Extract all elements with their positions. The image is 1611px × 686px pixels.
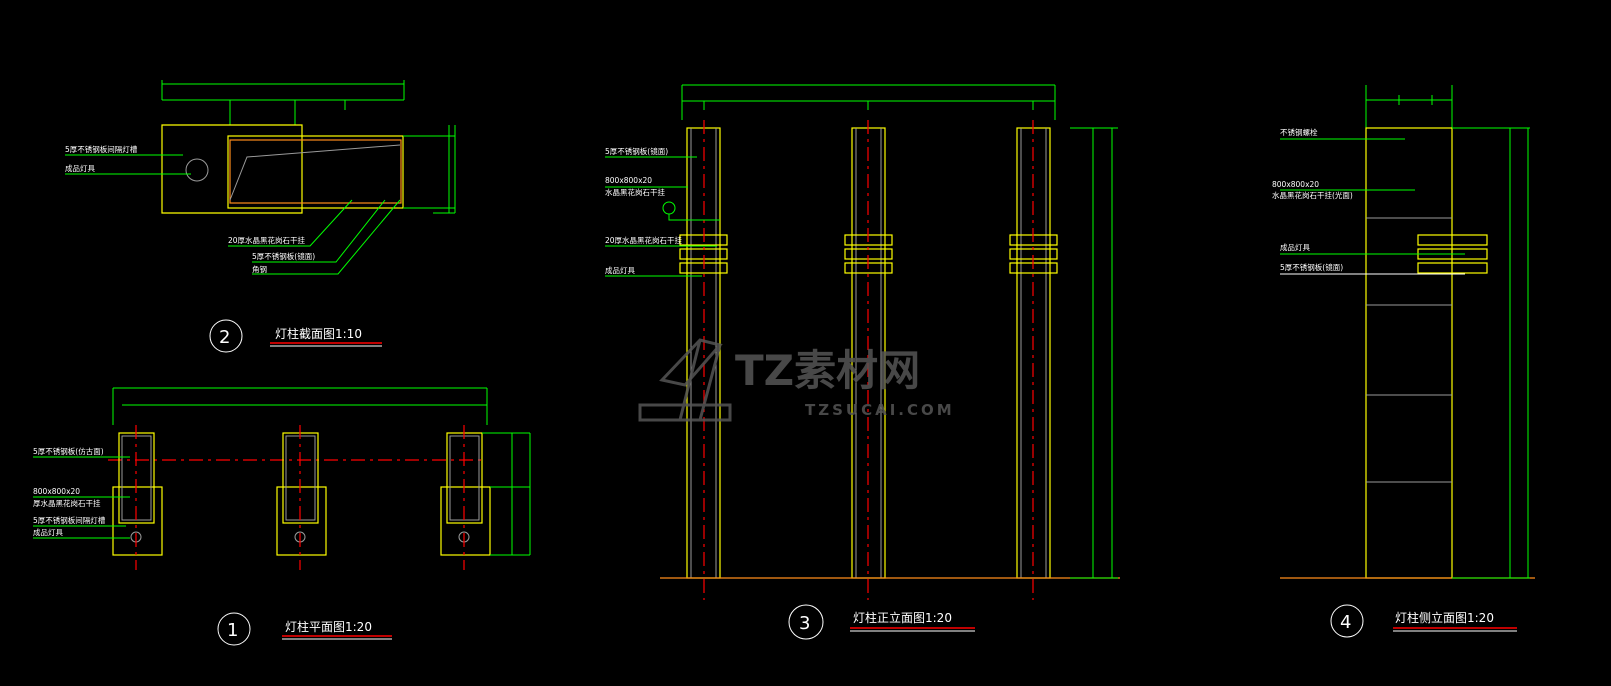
lamp-circle	[185, 158, 209, 182]
side-number: 4	[1340, 612, 1351, 633]
plan-label: 成品灯具	[33, 527, 63, 537]
front-label: 水晶黑花岗石干挂	[605, 187, 665, 197]
watermark: TZ素材网 TZSUCAI.COM	[638, 338, 955, 422]
section-drawing: 5厚不锈钢板间隔灯槽 成品灯具 20厚水晶黑花岗石干挂 5厚不锈钢板(镜面) 角…	[65, 80, 456, 353]
plan-column-3	[440, 425, 491, 570]
front-elevation-drawing: 5厚不锈钢板(镜面) 800x800x20 水晶黑花岗石干挂 20厚水晶黑花岗石…	[605, 84, 1120, 640]
side-number-circle	[1330, 604, 1364, 638]
bolt-symbol-icon	[662, 201, 676, 215]
section-outer-box	[161, 124, 303, 214]
plan-label: 800x800x20	[33, 487, 80, 496]
watermark-url: TZSUCAI.COM	[805, 401, 955, 419]
plan-label: 5厚不锈钢板(仿古面)	[33, 446, 104, 456]
front-number: 3	[799, 613, 810, 634]
plan-leaders	[33, 456, 130, 539]
side-dimension-top	[1365, 85, 1453, 128]
side-label: 不锈钢螺栓	[1280, 127, 1318, 137]
plan-title: 灯柱平面图1:20	[285, 619, 372, 634]
watermark-logo-icon	[638, 338, 732, 422]
side-column	[1365, 127, 1453, 579]
front-column-3	[1009, 120, 1058, 600]
side-leaders	[1280, 138, 1465, 255]
side-label: 800x800x20	[1272, 180, 1319, 189]
section-number-circle	[209, 319, 243, 353]
section-label: 5厚不锈钢板(镜面)	[252, 251, 315, 261]
section-stone-band	[227, 135, 404, 209]
section-label: 角钢	[252, 264, 267, 274]
section-label: 20厚水晶黑花岗石干挂	[228, 235, 306, 245]
side-dimension-right	[1452, 127, 1530, 579]
front-dimension-top	[681, 84, 1056, 120]
section-dimension-right	[403, 125, 456, 214]
watermark-brand: TZ素材网	[735, 346, 920, 395]
plan-label: 厚水晶黑花岗石干挂	[33, 498, 101, 508]
plan-column-2	[276, 425, 327, 570]
plan-dimension-top	[112, 387, 488, 425]
side-label: 成品灯具	[1280, 242, 1310, 252]
front-dimension-right	[1070, 127, 1118, 579]
section-label: 5厚不锈钢板间隔灯槽	[65, 144, 138, 154]
plan-number: 1	[227, 620, 238, 641]
section-angle-steel	[229, 144, 401, 201]
section-number: 2	[219, 327, 230, 348]
front-column-1	[679, 120, 728, 600]
side-stone-joints	[1366, 217, 1452, 483]
section-dimension-top	[161, 80, 405, 125]
front-title: 灯柱正立面图1:20	[853, 610, 952, 625]
plan-number-circle	[217, 612, 251, 646]
section-leaders	[65, 154, 401, 275]
plan-drawing: 5厚不锈钢板(仿古面) 800x800x20 厚水晶黑花岗石干挂 5厚不锈钢板间…	[33, 387, 531, 646]
front-leaders	[605, 156, 720, 277]
front-label: 20厚水晶黑花岗石干挂	[605, 235, 683, 245]
section-title: 灯柱截面图1:10	[275, 326, 362, 341]
front-label: 800x800x20	[605, 176, 652, 185]
front-number-circle	[788, 604, 824, 640]
plan-dimension-right	[482, 432, 531, 556]
plan-column-1	[112, 425, 163, 570]
plan-label: 5厚不锈钢板间隔灯槽	[33, 515, 106, 525]
side-label: 水晶黑花岗石干挂(光面)	[1272, 190, 1353, 200]
section-label: 成品灯具	[65, 163, 95, 173]
side-label: 5厚不锈钢板(镜面)	[1280, 262, 1343, 272]
section-steel-plate	[229, 139, 402, 204]
side-title: 灯柱侧立面图1:20	[1395, 610, 1494, 625]
front-label: 5厚不锈钢板(镜面)	[605, 146, 668, 156]
side-elevation-drawing: 不锈钢螺栓 800x800x20 水晶黑花岗石干挂(光面) 成品灯具 5厚不锈钢…	[1272, 85, 1535, 638]
front-label: 成品灯具	[605, 265, 635, 275]
